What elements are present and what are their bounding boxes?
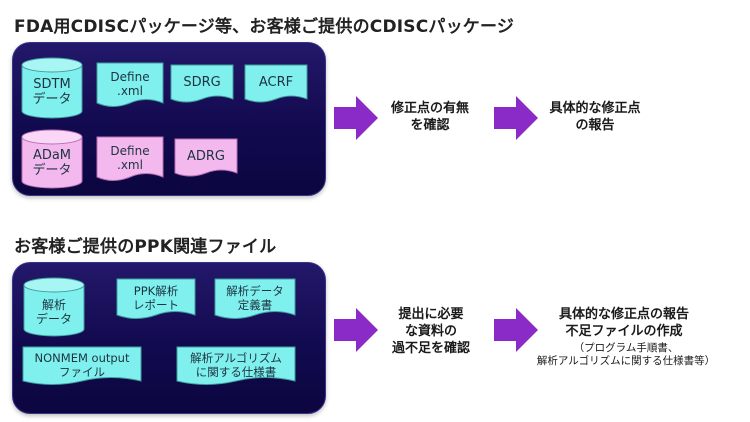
document-icon [176,346,296,385]
define2-line1: Define [110,144,150,158]
cylinder-icon [21,129,83,189]
adrg-document[interactable]: ADRG [174,138,238,179]
data-definition-document[interactable]: 解析データ 定義書 [214,278,296,321]
sdrg-label: SDRG [183,75,221,90]
analysis-data-line2: データ [35,312,72,326]
section2-step1-line1: 提出に必要 [398,307,464,322]
section2-step1-line2: な資料の [404,324,457,339]
ppk-report-line2: レポート [133,298,179,312]
nonmem-line1: NONMEM output [34,351,130,365]
section2-step2-line2: 不足ファイルの作成 [565,324,683,339]
arrow-right-icon [494,96,538,140]
section2-step2: 具体的な修正点の報告 不足ファイルの作成 [544,306,704,340]
section2-step2-sub1: （プログラム手順書、 [573,342,679,354]
adam-label-line2: データ [32,163,72,178]
nonmem-line2: ファイル [59,365,105,379]
cdisc-package-panel: SDTM データ Define .xml SDRG ACRF AD [12,42,326,196]
arrow-right-icon [334,308,378,352]
sdtm-label-line1: SDTM [33,77,71,92]
document-icon [214,278,296,319]
arrow-right-icon [334,96,378,140]
analysis-data-cylinder[interactable]: 解析 データ [23,277,85,337]
section2-step1-line3: 過不足を確認 [391,341,470,356]
document-icon [96,136,164,181]
define1-line1: Define [110,70,150,84]
sdtm-label-line2: データ [32,92,72,107]
adrg-label: ADRG [186,149,225,164]
section2-step2-note: （プログラム手順書、 解析アルゴリズムに関する仕様書等） [528,342,724,368]
document-icon [22,346,142,385]
data-def-line1: 解析データ [226,284,284,298]
define-xml-adam-document[interactable]: Define .xml [96,136,164,183]
sdtm-data-cylinder[interactable]: SDTM データ [21,57,83,119]
algo-spec-line1: 解析アルゴリズム [190,351,282,365]
section1-step2-line2: の報告 [575,118,615,133]
algo-spec-line2: に関する仕様書 [195,365,277,379]
document-icon [96,62,164,107]
arrow-right-icon [494,308,538,352]
ppk-files-panel: 解析 データ PPK解析 レポート 解析データ 定義書 NONMEM outpu… [12,262,326,414]
ppk-report-document[interactable]: PPK解析 レポート [116,278,196,321]
document-icon [170,64,234,103]
define2-line2: .xml [117,158,143,172]
section2-step2-line1: 具体的な修正点の報告 [558,307,689,322]
acrf-document[interactable]: ACRF [244,64,308,105]
section1-step1-line1: 修正点の有無 [390,101,469,116]
document-icon [174,138,238,177]
cylinder-icon [21,57,83,119]
sdrg-document[interactable]: SDRG [170,64,234,105]
section2-step1: 提出に必要 な資料の 過不足を確認 [382,306,480,357]
section2-step2-sub2: 解析アルゴリズムに関する仕様書等） [536,355,716,367]
section1-step2: 具体的な修正点 の報告 [540,100,650,134]
section1-title: FDA用CDISCパッケージ等、お客様ご提供のCDISCパッケージ [14,17,515,37]
adam-label-line1: ADaM [32,148,72,163]
section1-step1-line2: を確認 [410,118,450,133]
ppk-report-line1: PPK解析 [133,284,179,298]
nonmem-output-document[interactable]: NONMEM output ファイル [22,346,142,387]
section1-step1: 修正点の有無 を確認 [382,100,478,134]
section1-step2-line1: 具体的な修正点 [549,101,641,116]
define-xml-sdtm-document[interactable]: Define .xml [96,62,164,109]
section2-title: お客様ご提供のPPK関連ファイル [14,237,277,257]
document-icon [244,64,308,103]
adam-data-cylinder[interactable]: ADaM データ [21,129,83,189]
data-def-line2: 定義書 [237,298,273,312]
document-icon [116,278,196,319]
define1-line2: .xml [117,84,143,98]
algorithm-spec-document[interactable]: 解析アルゴリズム に関する仕様書 [176,346,296,387]
analysis-data-line1: 解析 [41,298,66,312]
cylinder-icon [23,277,85,337]
acrf-label: ACRF [258,75,294,90]
